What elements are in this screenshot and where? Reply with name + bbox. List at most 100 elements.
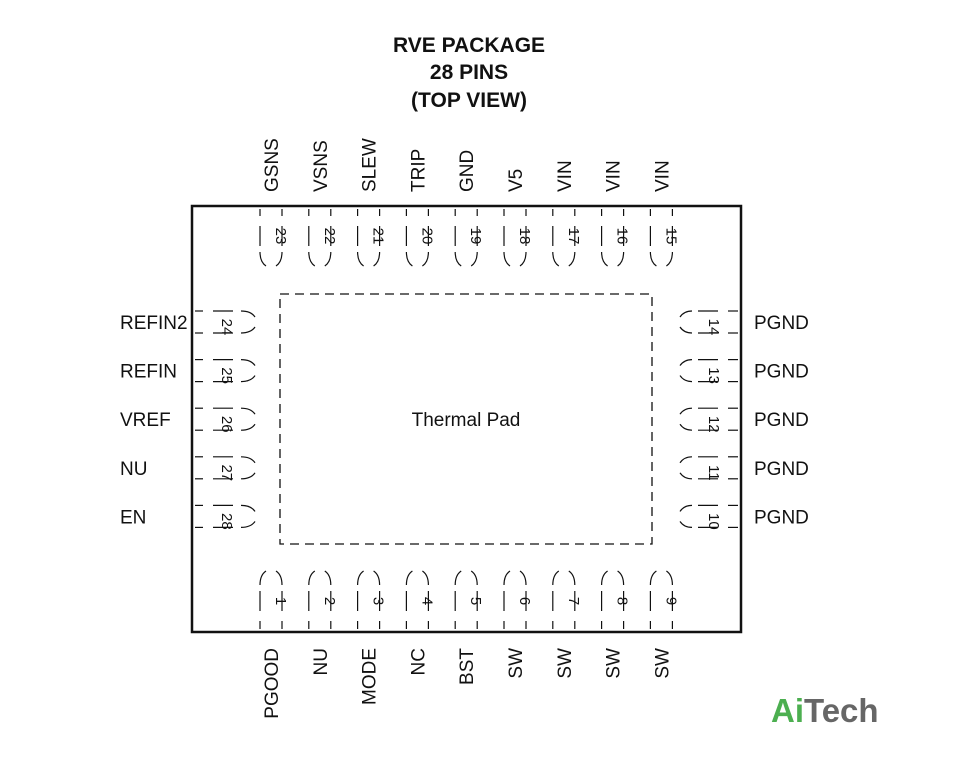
pin-lead-curve xyxy=(519,570,527,586)
pin-lead-curve xyxy=(470,570,478,586)
pin-lead-curve xyxy=(454,570,462,586)
pin-number-label: 1 xyxy=(272,597,289,605)
pin-lead-curve xyxy=(308,251,316,267)
pin-number-label: 14 xyxy=(705,319,722,336)
pin-lead-curve xyxy=(601,570,608,586)
pin-number-label: 17 xyxy=(565,228,582,245)
pin-lead-curve xyxy=(649,251,657,267)
pin-number-label: 6 xyxy=(516,597,533,605)
pin-number-label: 25 xyxy=(218,367,235,384)
pin-lead-curve xyxy=(240,456,256,464)
pin-lead-curve xyxy=(679,407,693,415)
pin-name-label: MODE xyxy=(360,648,381,705)
pin-lead-curve xyxy=(259,251,267,267)
pin-7: 7SW xyxy=(552,570,582,679)
pin-lead-curve xyxy=(240,375,256,383)
pin-11: 11 PGND xyxy=(679,456,809,481)
pin-13: 13 PGND xyxy=(679,359,809,384)
pin-name-label: VIN xyxy=(555,160,576,192)
pin-lead-curve xyxy=(568,570,576,586)
pin-lead-curve xyxy=(240,359,256,366)
pin-2: 2NU xyxy=(308,570,338,675)
pin-lead-curve xyxy=(617,570,625,586)
pin-lead-curve xyxy=(679,423,693,431)
pin-lead-curve xyxy=(240,472,256,480)
pin-lead-curve xyxy=(679,310,693,318)
pin-lead-curve xyxy=(405,251,413,267)
pin-17: 17 VIN xyxy=(552,160,582,267)
pin-number-label: 18 xyxy=(516,228,533,245)
pin-number-label: 19 xyxy=(467,228,484,245)
pin-name-label: NU xyxy=(120,459,147,480)
pin-number-label: 23 xyxy=(272,228,289,245)
pin-lead-curve xyxy=(503,251,511,267)
pin-name-label: PGOOD xyxy=(262,648,283,719)
pin-lead-curve xyxy=(275,251,283,267)
pin-number-label: 24 xyxy=(218,319,235,336)
pin-lead-curve xyxy=(666,570,673,586)
pin-14: 14 PGND xyxy=(679,310,809,336)
pin-lead-curve xyxy=(679,375,693,383)
pin-lead-curve xyxy=(679,326,693,334)
pin-23: 23 GSNS xyxy=(259,138,289,267)
pin-lead-curve xyxy=(240,423,256,431)
pin-name-label: SW xyxy=(652,648,673,679)
pin-lead-curve xyxy=(373,570,381,586)
pin-number-label: 15 xyxy=(662,228,679,245)
pin-name-label: VSNS xyxy=(311,140,332,192)
pin-name-label: SW xyxy=(604,648,625,679)
pin-lead-curve xyxy=(601,251,608,267)
pin-lead-curve xyxy=(405,570,413,586)
pin-name-label: PGND xyxy=(754,362,809,383)
pin-lead-curve xyxy=(357,251,364,267)
pin-lead-curve xyxy=(275,570,283,586)
pin-number-label: 5 xyxy=(467,597,484,605)
pin-19: 19 GND xyxy=(454,150,484,267)
title-line-3: (TOP VIEW) xyxy=(411,89,527,112)
pin-lead-curve xyxy=(552,251,560,267)
pin-lead-curve xyxy=(308,570,316,586)
pin-number-label: 20 xyxy=(418,228,435,245)
pin-number-label: 11 xyxy=(705,465,722,481)
pin-lead-curve xyxy=(649,570,657,586)
pin-6: 6SW xyxy=(503,570,533,679)
pin-number-label: 4 xyxy=(418,597,435,605)
pin-number-label: 16 xyxy=(614,228,631,245)
pin-lead-curve xyxy=(240,310,256,318)
pin-9: 9SW xyxy=(649,570,679,679)
pin-number-label: 27 xyxy=(218,464,235,481)
pin-number-label: 13 xyxy=(705,367,722,384)
pin-number-label: 2 xyxy=(321,597,338,605)
pin-lead-curve xyxy=(240,521,256,528)
pin-number-label: 9 xyxy=(662,597,679,605)
pin-name-label: PGND xyxy=(754,459,809,480)
pin-lead-curve xyxy=(617,251,625,267)
pin-4: 4NC xyxy=(405,570,435,675)
pin-name-label: PGND xyxy=(754,313,809,334)
svg-text:AiTech: AiTech xyxy=(771,692,879,729)
pin-number-label: 8 xyxy=(614,597,631,605)
top-pins: 23GSNS22VSNS21SLEW20TRIP19GND18V517VIN16… xyxy=(259,138,679,267)
pin-name-label: BST xyxy=(457,648,478,685)
pin-lead-curve xyxy=(240,326,256,334)
pin-name-label: GND xyxy=(457,150,478,192)
pin-name-label: PGND xyxy=(754,507,809,528)
pin-name-label: GSNS xyxy=(262,138,283,192)
pin-lead-curve xyxy=(679,504,693,512)
pin-name-label: VREF xyxy=(120,410,171,431)
package-outline xyxy=(190,204,743,634)
pin-lead-curve xyxy=(240,407,256,415)
pin-lead-curve xyxy=(503,570,511,586)
pin-lead-curve xyxy=(679,472,693,480)
